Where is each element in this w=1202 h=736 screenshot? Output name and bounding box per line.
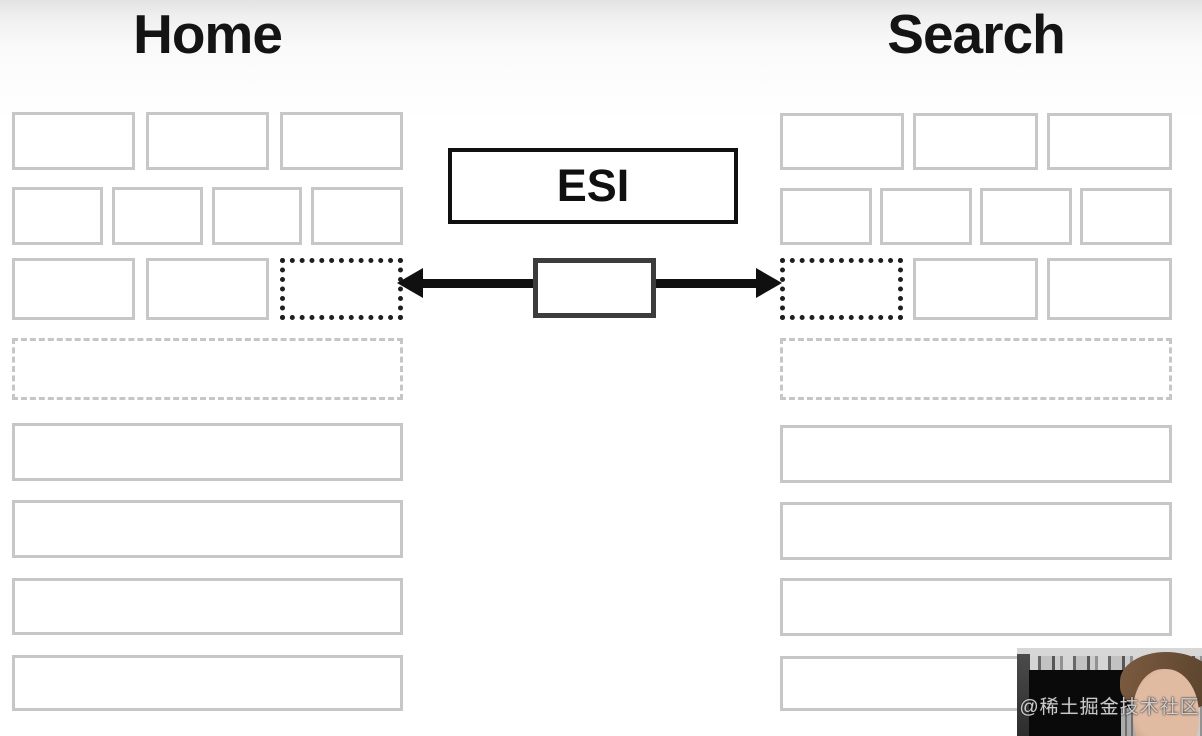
webcam-top-band: [1017, 648, 1202, 656]
wireframe-box-solid: [780, 578, 1172, 636]
esi-fragment-slot: [280, 258, 403, 320]
wireframe-box-solid: [12, 500, 403, 558]
wireframe-box-solid: [311, 187, 403, 245]
wireframe-box-solid: [12, 655, 403, 711]
home-wireframe: [12, 0, 403, 736]
wireframe-box-solid: [112, 187, 203, 245]
wireframe-box-solid: [880, 188, 972, 245]
webcam-left-pillar: [1017, 654, 1030, 736]
wireframe-box-solid: [12, 187, 103, 245]
webcam-overlay: @稀土掘金技术社区: [1017, 648, 1202, 736]
webcam-dark-laptop: [1029, 670, 1131, 736]
person-face: [1133, 668, 1199, 736]
esi-fragment-box: [533, 258, 656, 318]
wireframe-box-solid: [1047, 258, 1172, 320]
wireframe-box-solid: [912, 258, 1038, 320]
esi-fragment-slot: [780, 258, 903, 320]
wireframe-box-solid: [780, 188, 872, 245]
arrow-to-home-head-icon: [397, 268, 423, 298]
search-title: Search: [887, 3, 1065, 65]
wireframe-box-solid: [12, 423, 403, 481]
wireframe-box-solid: [913, 113, 1038, 170]
search-wireframe: [780, 0, 1172, 736]
webcam-person: [1120, 652, 1202, 736]
wireframe-box-solid: [780, 502, 1172, 560]
wireframe-box-dashed: [12, 338, 403, 400]
wireframe-box-solid: [12, 578, 403, 635]
wireframe-box-solid: [280, 112, 403, 170]
arrow-to-search-shaft: [656, 279, 758, 288]
wireframe-box-solid: [780, 425, 1172, 483]
watermark: @稀土掘金技术社区: [1019, 697, 1200, 718]
esi-label: ESI: [556, 160, 630, 211]
wireframe-box-solid: [212, 187, 302, 245]
wireframe-box-solid: [1047, 113, 1172, 170]
wireframe-box-solid: [146, 258, 269, 320]
wireframe-box-dashed: [780, 338, 1172, 400]
home-title: Home: [133, 3, 283, 65]
wireframe-box-solid: [980, 188, 1072, 245]
esi-label-box: ESI: [448, 148, 738, 224]
wireframe-box-solid: [12, 258, 135, 320]
wireframe-box-solid: [780, 113, 904, 170]
arrow-to-home-shaft: [420, 279, 533, 288]
wireframe-box-solid: [146, 112, 269, 170]
arrow-to-search-head-icon: [756, 268, 782, 298]
wireframe-box-solid: [12, 112, 135, 170]
wireframe-box-solid: [1080, 188, 1172, 245]
